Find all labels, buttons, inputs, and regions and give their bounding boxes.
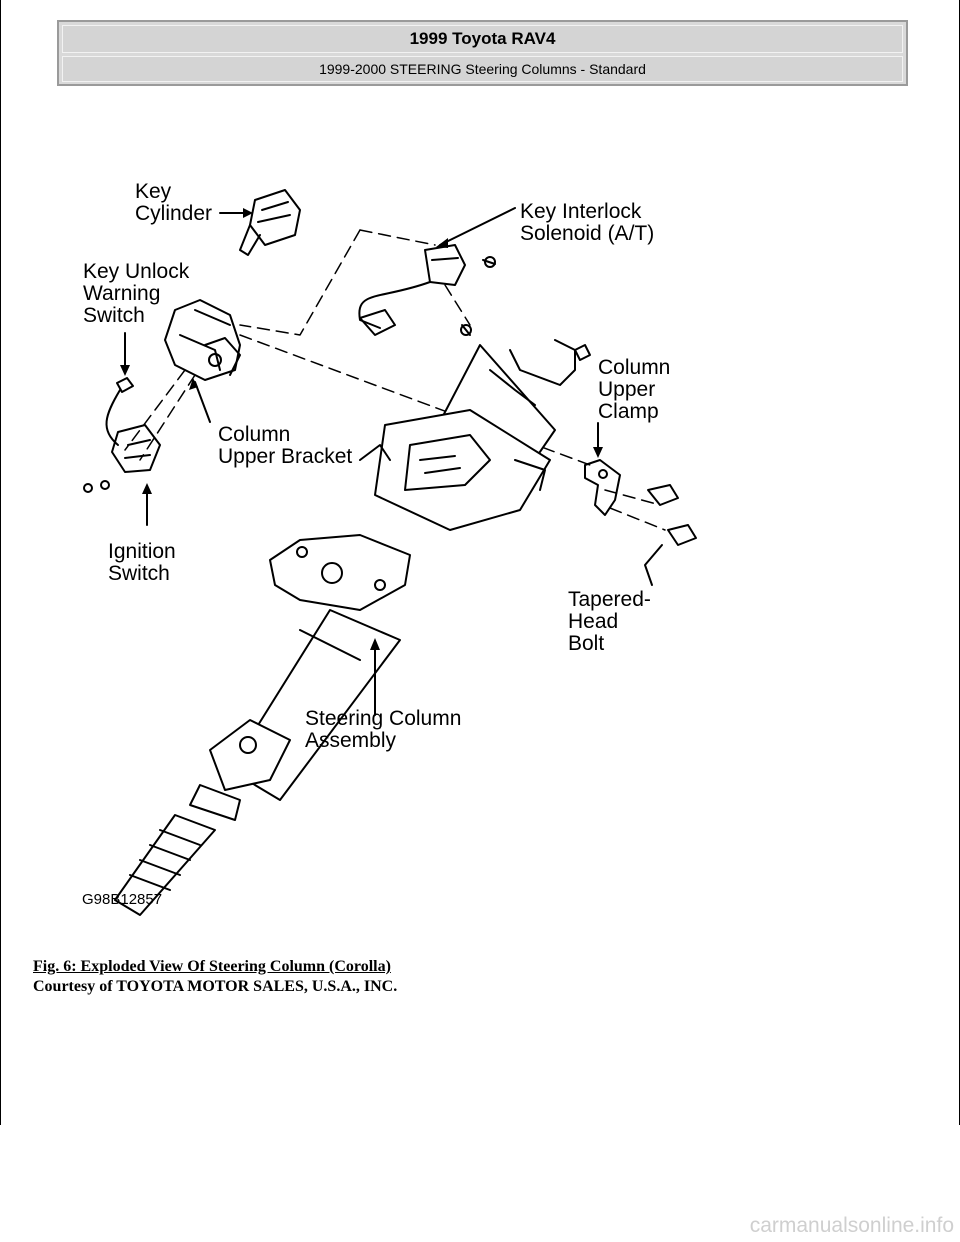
column-upper-clamp-part [584,459,697,546]
label-key-cylinder: Key Cylinder [135,180,212,225]
steering-column-illustration: Key Cylinder Key Interlock Solenoid (A/T… [82,180,697,916]
label-column-upper-bracket: Column Upper Bracket [218,423,352,468]
key-unlock-warning-switch-part [83,377,161,493]
column-upper-bracket-part [164,299,241,381]
steering-column-assembly-part [114,339,591,916]
document-header: 1999 Toyota RAV4 1999-2000 STEERING Stee… [57,20,908,86]
label-key-unlock-warning-switch: Key Unlock Warning Switch [83,260,195,327]
label-steering-column-assembly: Steering Column Assembly [305,707,467,752]
figure-caption: Fig. 6: Exploded View Of Steering Column… [33,958,391,975]
leader-arrowheads [120,208,603,650]
label-tapered-head-bolt: Tapered- Head Bolt [568,588,657,655]
key-interlock-solenoid-part [358,244,496,336]
figure-code: G98B12857 [82,891,162,908]
label-key-interlock-solenoid: Key Interlock Solenoid (A/T) [520,200,654,245]
label-ignition-switch: Ignition Switch [108,540,182,585]
document-subtitle: 1999-2000 STEERING Steering Columns - St… [62,56,903,82]
document-title: 1999 Toyota RAV4 [62,25,903,53]
exploded-view-figure: Key Cylinder Key Interlock Solenoid (A/T… [0,160,960,920]
label-column-upper-clamp: Column Upper Clamp [598,356,676,423]
watermark: carmanualsonline.info [749,1214,954,1237]
key-cylinder-part [239,189,301,256]
figure-courtesy: Courtesy of TOYOTA MOTOR SALES, U.S.A., … [33,978,398,995]
